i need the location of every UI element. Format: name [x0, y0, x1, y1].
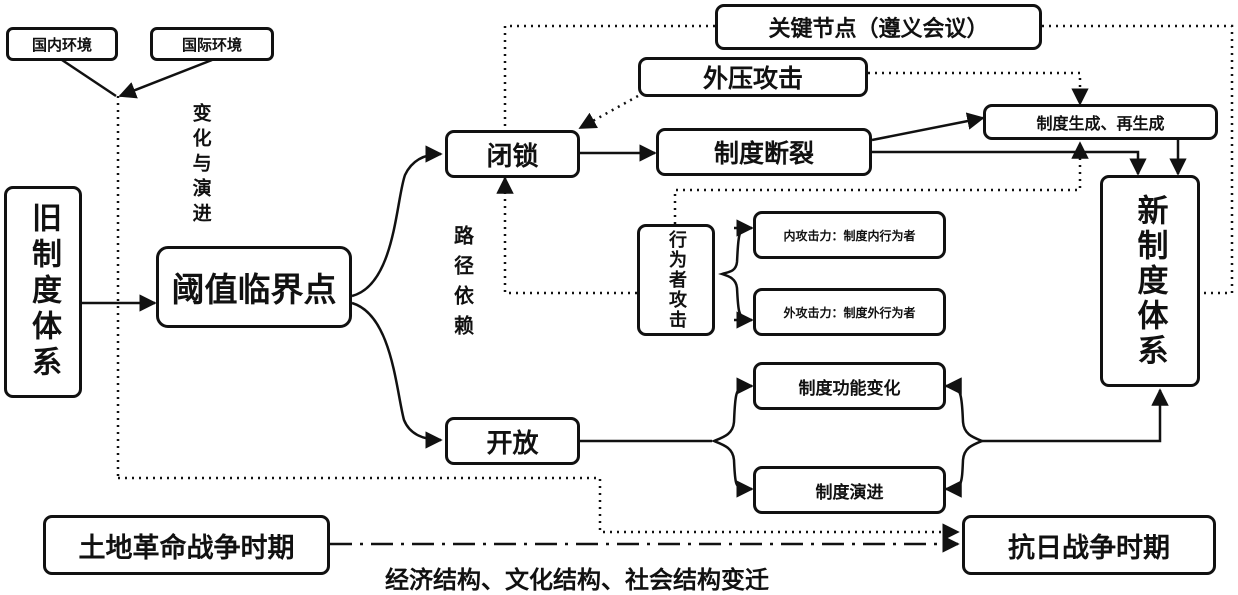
rupture-to-regen-arrow: [871, 112, 985, 142]
keynode-loop: [503, 24, 715, 130]
lock-box: 闭锁: [445, 130, 580, 178]
path-label: 路径依赖: [405, 225, 521, 345]
open-box: 开放: [445, 417, 580, 465]
new-system-box: 新制度体系: [1100, 175, 1200, 387]
old-system-box: 旧制度体系: [4, 186, 82, 398]
threshold-box: 阈值临界点: [156, 246, 352, 328]
domestic-env-label: 国内环境: [31, 35, 92, 54]
change-label: 变化与演进: [135, 103, 266, 228]
path-label-text: 路径依赖: [450, 225, 475, 345]
actor-brace: [718, 226, 746, 322]
key-node-box: 关键节点（遵义会议）: [715, 4, 1042, 50]
external-attack-label: 外压攻击: [702, 64, 803, 93]
period-start-label: 土地革命战争时期: [78, 532, 295, 564]
change-axis-to-period: [118, 476, 960, 541]
external-actor-label: 外攻击力：制度外行为者: [783, 305, 916, 320]
period-start-box: 土地革命战争时期: [43, 515, 330, 575]
external-attack-to-lock: [578, 94, 639, 130]
rupture-box: 制度断裂: [656, 128, 872, 176]
internal-actor-box: 内攻击力：制度内行为者: [753, 211, 946, 259]
rupture-to-new-arrow: [872, 150, 1147, 176]
threshold-to-open-arrow: [351, 301, 443, 449]
external-attack-to-regen: [868, 71, 1089, 106]
function-change-label: 制度功能变化: [798, 378, 901, 399]
period-end-label: 抗日战争时期: [1008, 532, 1170, 564]
key-node-label: 关键节点（遵义会议）: [768, 17, 989, 42]
lock-label: 闭锁: [486, 141, 539, 172]
international-env-box: 国际环境: [150, 27, 274, 61]
function-change-box: 制度功能变化: [753, 362, 946, 410]
period-end-box: 抗日战争时期: [962, 515, 1216, 575]
rupture-label: 制度断裂: [713, 139, 814, 168]
open-left-brace: [710, 384, 746, 491]
old-system-label: 旧制度体系: [26, 202, 61, 382]
new-system-label: 新制度体系: [1131, 193, 1168, 369]
actor-attack-label: 行为者攻击: [666, 230, 687, 330]
env-international-line: [118, 58, 213, 99]
evolution-box: 制度演进: [753, 466, 946, 514]
change-label-text: 变化与演进: [189, 103, 212, 228]
structure-change-caption: 经济结构、文化结构、社会结构变迁: [385, 566, 769, 594]
open-label: 开放: [486, 428, 539, 459]
domestic-env-box: 国内环境: [6, 27, 118, 61]
external-actor-box: 外攻击力：制度外行为者: [753, 288, 946, 336]
keynode-to-new: [1042, 24, 1234, 295]
evolution-to-new-arrow: [982, 388, 1169, 443]
actor-attack-box: 行为者攻击: [637, 224, 715, 336]
threshold-label: 阈值临界点: [171, 270, 337, 309]
threshold-to-lock-arrow: [351, 145, 443, 298]
regeneration-box: 制度生成、再生成: [983, 104, 1218, 140]
env-domestic-line: [61, 58, 117, 98]
right-brace: [949, 384, 986, 491]
regeneration-label: 制度生成、再生成: [1036, 114, 1165, 133]
evolution-label: 制度演进: [815, 482, 884, 503]
actor-to-regen: [673, 141, 1089, 224]
external-attack-box: 外压攻击: [638, 57, 868, 97]
internal-actor-label: 内攻击力：制度内行为者: [783, 228, 916, 243]
actor-to-lock: [496, 176, 637, 295]
international-env-label: 国际环境: [181, 35, 242, 54]
